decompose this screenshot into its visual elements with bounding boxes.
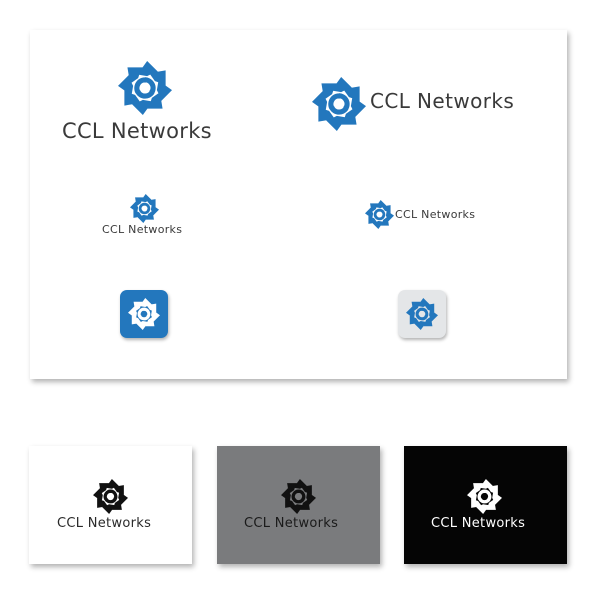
mini-card-black: CCL Networks (404, 446, 567, 564)
spiral-mark-icon (128, 298, 160, 330)
wordmark-text: CCL Networks (370, 89, 515, 113)
spiral-mark-icon (93, 479, 128, 514)
wordmark-text: CCL Networks (431, 516, 526, 531)
spiral-mark-icon (118, 61, 172, 115)
mini-card-grey: CCL Networks (217, 446, 380, 564)
spiral-mark-icon (467, 479, 502, 514)
spiral-mark-icon (365, 200, 394, 229)
wordmark-text: CCL Networks (57, 516, 152, 531)
spiral-mark-icon (406, 298, 438, 330)
wordmark-text: CCL Networks (244, 516, 339, 531)
logo-presentation-card: CCL Networks CCL Networks CCL Networks C… (30, 30, 567, 379)
app-icon-blue (120, 290, 168, 338)
spiral-mark-icon (130, 194, 159, 223)
spiral-mark-icon (312, 77, 366, 131)
spiral-mark-icon (281, 479, 316, 514)
app-icon-light (398, 290, 446, 338)
wordmark-text: CCL Networks (102, 223, 183, 236)
wordmark-text: CCL Networks (62, 119, 212, 143)
mini-card-white: CCL Networks (29, 446, 192, 564)
wordmark-text: CCL Networks (395, 208, 476, 221)
